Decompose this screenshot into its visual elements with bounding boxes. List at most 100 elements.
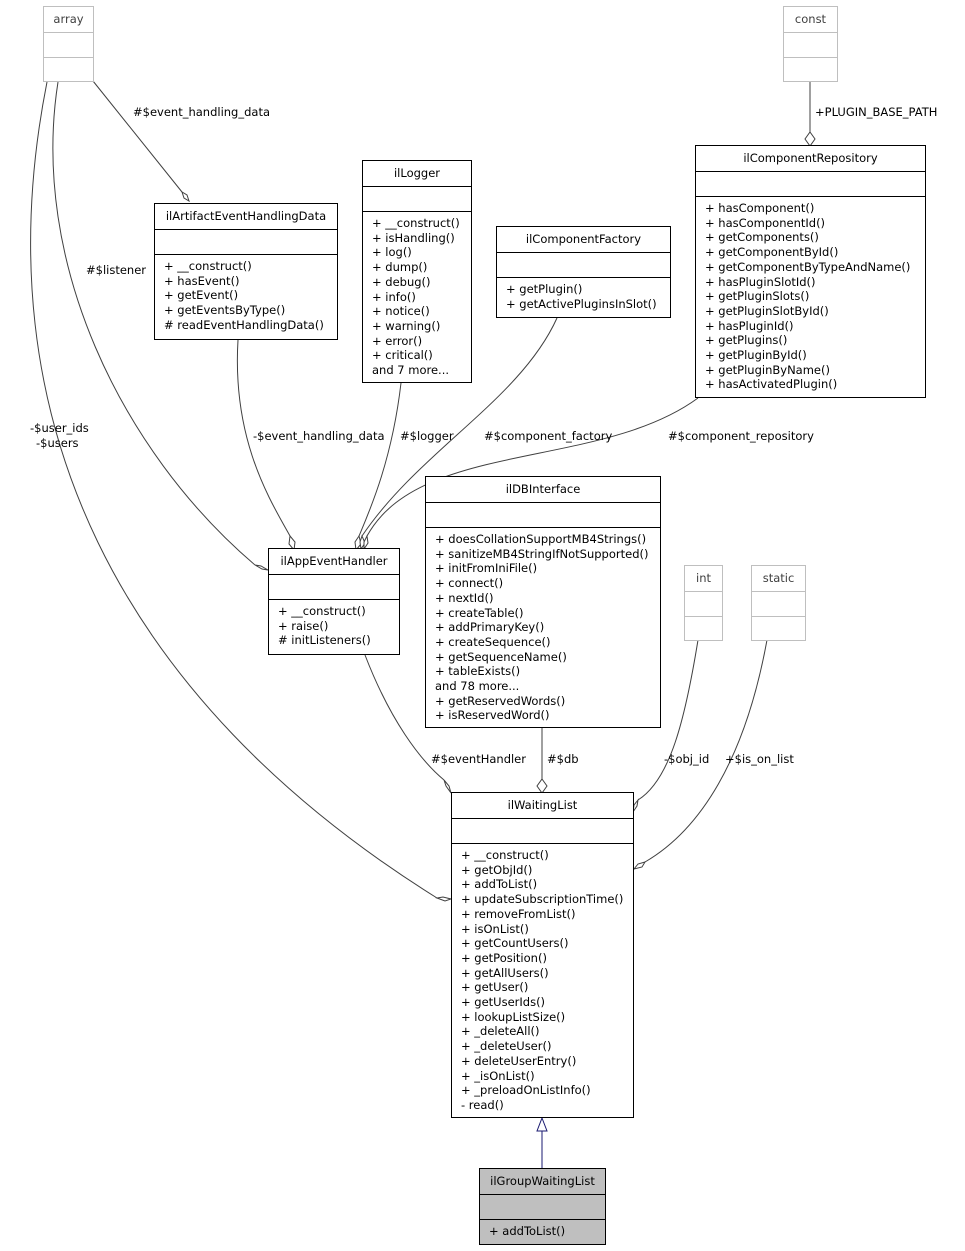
- diamond-icon: [632, 861, 647, 870]
- operation: + createTable(): [435, 605, 524, 620]
- class-operations: + addToList(): [480, 1220, 605, 1239]
- class-attributes: [269, 575, 399, 600]
- edge-repository-appeventhandler: [366, 397, 699, 537]
- operation: + hasActivatedPlugin(): [705, 377, 838, 392]
- class-title: ilComponentFactory: [497, 227, 670, 253]
- class-attributes: [426, 503, 660, 528]
- class-title: ilArtifactEventHandlingData: [155, 204, 337, 230]
- diamond-icon: [536, 778, 548, 794]
- class-il-artifact-event-handling-data[interactable]: ilArtifactEventHandlingData + __construc…: [154, 203, 338, 340]
- edge-label: #$db: [547, 752, 579, 766]
- class-title: ilLogger: [363, 161, 471, 187]
- class-attributes: [363, 187, 471, 212]
- edge-array-artifact: [92, 80, 183, 193]
- operation: + getUserIds(): [461, 995, 546, 1010]
- operation: + getComponentById(): [705, 245, 839, 260]
- operation: + getPluginSlotById(): [705, 303, 829, 318]
- operation: + getPlugins(): [705, 333, 788, 348]
- edge-label: #$eventHandler: [431, 752, 526, 766]
- class-il-component-repository[interactable]: ilComponentRepository + hasComponent() +…: [695, 145, 926, 398]
- diamond-icon: [435, 896, 453, 902]
- operation: + addToList(): [461, 877, 538, 892]
- edge-int-waitinglist: [637, 639, 699, 801]
- operation: + getAllUsers(): [461, 965, 549, 980]
- class-attributes: [155, 230, 337, 255]
- edge-label: +$is_on_list: [725, 752, 794, 766]
- operation: + notice(): [372, 304, 430, 319]
- operation: + __construct(): [164, 259, 252, 273]
- operation: + addToList(): [489, 1224, 566, 1238]
- operation: + _preloadOnListInfo(): [461, 1083, 591, 1098]
- class-static[interactable]: static: [751, 565, 806, 641]
- edge-label: #$component_repository: [668, 429, 814, 443]
- operation: + connect(): [435, 576, 504, 591]
- operation: + tableExists(): [435, 664, 521, 679]
- class-operations: + __construct() + getObjId() + addToList…: [452, 844, 633, 1113]
- class-il-db-interface[interactable]: ilDBInterface + doesCollationSupportMB4S…: [425, 476, 661, 728]
- operation: + critical(): [372, 348, 433, 363]
- edge-array-appeventhandler: [52, 81, 256, 566]
- operation: + isOnList(): [461, 921, 529, 936]
- edge-static-waitinglist: [644, 639, 768, 863]
- operation: and 78 more...: [435, 679, 520, 694]
- operation: + __construct(): [372, 216, 460, 230]
- class-title: static: [752, 566, 805, 592]
- class-attributes: [44, 33, 93, 58]
- class-il-group-waiting-list[interactable]: ilGroupWaitingList + addToList(): [479, 1168, 606, 1245]
- edge-label: #$component_factory: [484, 429, 613, 443]
- class-il-logger[interactable]: ilLogger + __construct() + isHandling() …: [362, 160, 472, 383]
- class-operations: + hasComponent() + hasComponentId() + ge…: [696, 197, 925, 392]
- edge-logger-appeventhandler: [358, 382, 402, 537]
- class-title: ilComponentRepository: [696, 146, 925, 172]
- operation: + info(): [372, 289, 416, 304]
- operation: + _deleteUser(): [461, 1039, 552, 1054]
- operation: + getPosition(): [461, 950, 547, 965]
- class-title: int: [685, 566, 722, 592]
- class-il-component-factory[interactable]: ilComponentFactory + getPlugin() + getAc…: [496, 226, 671, 318]
- class-attributes: [480, 1195, 605, 1220]
- class-title: ilGroupWaitingList: [480, 1169, 605, 1195]
- class-operations: + __construct() + raise() # initListener…: [269, 600, 399, 648]
- inheritance-arrow-icon: [536, 1116, 548, 1132]
- operation: + hasEvent(): [164, 273, 240, 288]
- class-int[interactable]: int: [684, 565, 723, 641]
- class-array[interactable]: array: [43, 6, 94, 82]
- class-attributes: [752, 592, 805, 617]
- operation: + sanitizeMB4StringIfNotSupported(): [435, 546, 649, 561]
- class-il-waiting-list[interactable]: ilWaitingList + __construct() + getObjId…: [451, 792, 634, 1118]
- operation: and 7 more...: [372, 363, 450, 378]
- operation: + getEventsByType(): [164, 303, 286, 318]
- class-operations: + doesCollationSupportMB4Strings() + san…: [426, 528, 660, 723]
- class-title: array: [44, 7, 93, 33]
- operation: + isHandling(): [372, 230, 455, 245]
- diamond-icon: [181, 190, 190, 203]
- operation: + getCountUsers(): [461, 936, 569, 951]
- class-title: ilAppEventHandler: [269, 549, 399, 575]
- operation: + lookupListSize(): [461, 1009, 566, 1024]
- operation: + initFromIniFile(): [435, 561, 538, 576]
- operation: + createSequence(): [435, 634, 551, 649]
- operation: + dump(): [372, 260, 428, 275]
- edge-label: #$logger: [400, 429, 454, 443]
- operation: + hasComponent(): [705, 201, 815, 215]
- class-const[interactable]: const: [783, 6, 838, 82]
- edge-label: -$users: [36, 436, 79, 450]
- operation: + hasPluginId(): [705, 318, 794, 333]
- operation: + getComponents(): [705, 230, 819, 245]
- edge-label: -$event_handling_data: [253, 429, 385, 443]
- class-title: const: [784, 7, 837, 33]
- operation: + getUser(): [461, 980, 529, 995]
- edge-label: +PLUGIN_BASE_PATH: [815, 105, 938, 119]
- class-il-app-event-handler[interactable]: ilAppEventHandler + __construct() + rais…: [268, 548, 400, 655]
- edge-array-waitinglist: [30, 81, 438, 899]
- operation: + _deleteAll(): [461, 1024, 540, 1039]
- operation: + error(): [372, 333, 423, 348]
- class-attributes: [452, 819, 633, 844]
- operation: + nextId(): [435, 590, 494, 605]
- class-attributes: [497, 253, 670, 278]
- operation: + getComponentByTypeAndName(): [705, 259, 911, 274]
- operation: + getPluginSlots(): [705, 289, 810, 304]
- operation: + addPrimaryKey(): [435, 620, 545, 635]
- operation: + __construct(): [278, 604, 366, 618]
